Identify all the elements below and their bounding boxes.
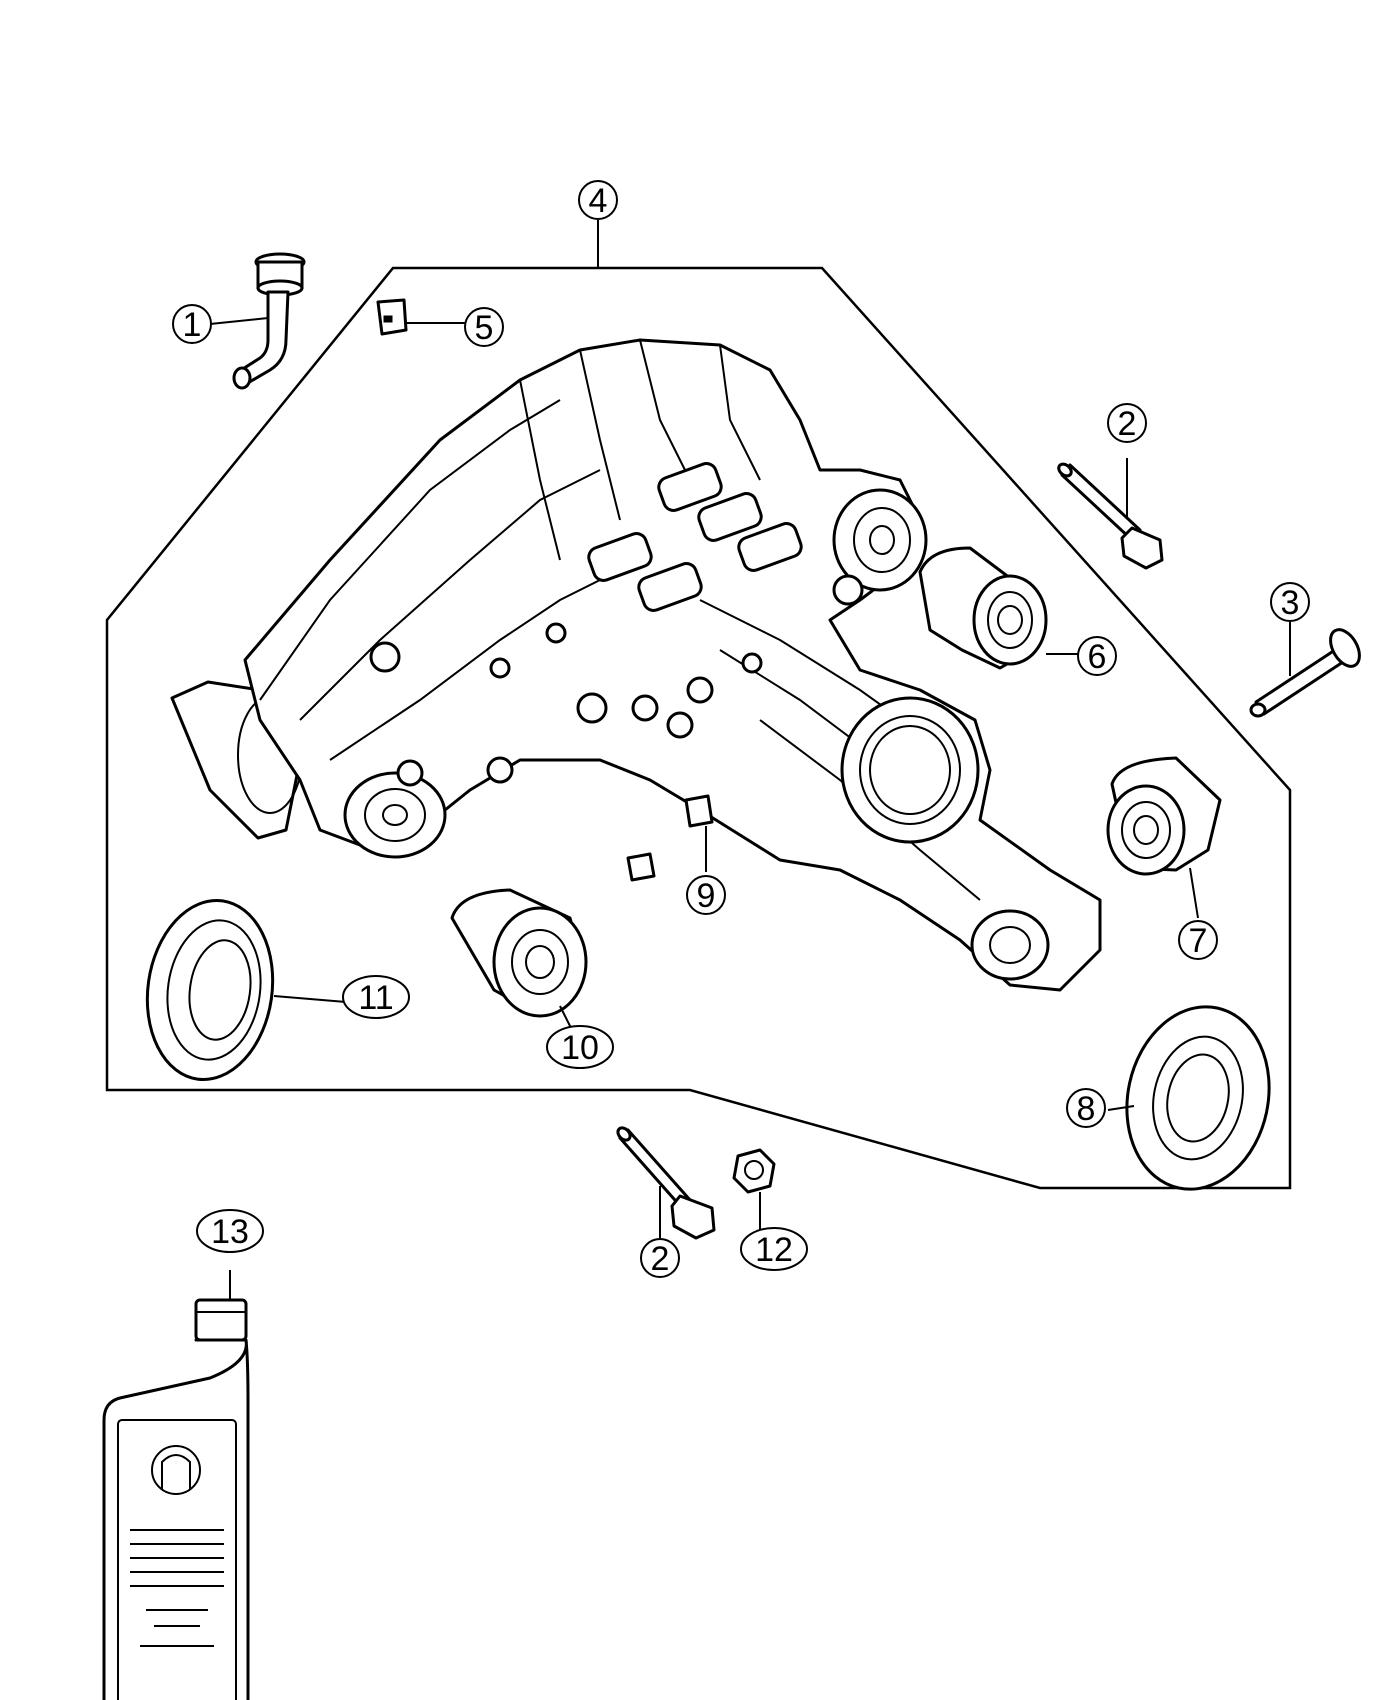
callout-2-lower: 2 xyxy=(640,1238,680,1278)
callout-1: 1 xyxy=(172,304,212,344)
callout-5: 5 xyxy=(464,307,504,347)
seal-part-11 xyxy=(145,898,275,1082)
svg-text:8: 8 xyxy=(1077,1090,1096,1128)
svg-text:9: 9 xyxy=(697,877,716,915)
callout-7: 7 xyxy=(1178,920,1218,960)
callout-11: 11 xyxy=(342,975,410,1019)
leader-1 xyxy=(209,317,269,325)
assembly-group-outline xyxy=(105,266,1292,1190)
fluid-bottle-part xyxy=(102,1298,250,1700)
drain-plug-part xyxy=(626,794,714,882)
callout-12: 12 xyxy=(740,1227,808,1271)
differential-housing-part xyxy=(170,338,1102,992)
svg-text:1: 1 xyxy=(183,306,202,344)
svg-text:12: 12 xyxy=(755,1231,793,1269)
svg-text:4: 4 xyxy=(589,182,608,220)
bolt-part-lower xyxy=(616,1126,716,1240)
callout-4: 4 xyxy=(578,180,618,220)
vent-tube-part xyxy=(232,252,306,390)
callout-6: 6 xyxy=(1077,636,1117,676)
svg-text:5: 5 xyxy=(475,309,494,347)
callout-3: 3 xyxy=(1270,582,1310,622)
callout-9: 9 xyxy=(686,875,726,915)
bushing-part-7 xyxy=(1106,756,1222,876)
svg-text:2: 2 xyxy=(651,1240,670,1278)
callout-13: 13 xyxy=(196,1209,264,1253)
bushing-part-10 xyxy=(450,888,588,1018)
svg-text:13: 13 xyxy=(211,1213,249,1251)
svg-text:10: 10 xyxy=(561,1029,599,1067)
callout-10: 10 xyxy=(546,1025,614,1069)
pin-bolt-part xyxy=(1249,628,1361,718)
svg-text:7: 7 xyxy=(1189,922,1208,960)
seal-part-8 xyxy=(1125,1005,1271,1191)
bushing-part-6 xyxy=(918,546,1048,670)
leader-11 xyxy=(273,995,347,1003)
svg-text:11: 11 xyxy=(358,979,393,1017)
plug-part xyxy=(376,298,408,336)
svg-text:2: 2 xyxy=(1118,405,1137,443)
callout-2-upper: 2 xyxy=(1107,403,1147,443)
bolt-part-upper xyxy=(1057,462,1164,570)
leader-7 xyxy=(1189,867,1199,919)
svg-text:3: 3 xyxy=(1281,584,1300,622)
nut-part xyxy=(732,1148,776,1194)
svg-text:6: 6 xyxy=(1088,638,1107,676)
callout-8: 8 xyxy=(1066,1088,1106,1128)
leader-8 xyxy=(1107,1105,1135,1111)
